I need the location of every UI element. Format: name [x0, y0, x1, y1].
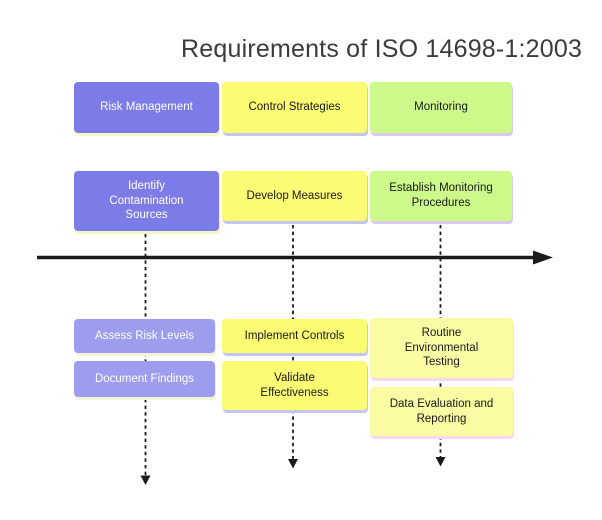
box-data-evaluation-and-reporting: Data Evaluation and Reporting — [370, 387, 513, 436]
box-assess-risk-levels: Assess Risk Levels — [74, 319, 215, 353]
box-label: Routine Environmental Testing — [404, 326, 479, 369]
box-establish-monitoring-procedures: Establish Monitoring Procedures — [370, 171, 512, 221]
box-develop-measures: Develop Measures — [222, 171, 367, 221]
box-label: Monitoring — [414, 101, 468, 114]
page-title: Requirements of ISO 14698-1:2003 — [181, 35, 583, 63]
box-label: Develop Measures — [246, 189, 343, 202]
box-label: Data Evaluation and Reporting — [389, 397, 494, 425]
box-label: Establish Monitoring Procedures — [389, 182, 493, 209]
box-routine-environmental-testing: Routine Environmental Testing — [370, 318, 513, 378]
box-document-findings: Document Findings — [74, 361, 215, 397]
box-validate-effectiveness: Validate Effectiveness — [222, 361, 367, 410]
box-label: Document Findings — [94, 372, 195, 385]
box-implement-controls: Implement Controls — [222, 319, 367, 353]
box-label: Control Strategies — [248, 101, 341, 114]
timeline-arrow — [37, 250, 553, 265]
control-strategies-dashed-arrow — [288, 225, 298, 469]
box-label: Validate Effectiveness — [260, 371, 329, 399]
box-label: Risk Management — [100, 101, 193, 114]
box-control-strategies: Control Strategies — [222, 82, 367, 133]
box-label: Identify Contamination Sources — [109, 179, 184, 222]
box-identify-contamination-sources: Identify Contamination Sources — [74, 171, 219, 231]
box-risk-management: Risk Management — [74, 82, 219, 133]
risk-management-dashed-arrow — [140, 234, 151, 485]
box-monitoring: Monitoring — [370, 82, 512, 133]
box-label: Assess Risk Levels — [94, 329, 195, 342]
box-label: Implement Controls — [244, 329, 345, 342]
